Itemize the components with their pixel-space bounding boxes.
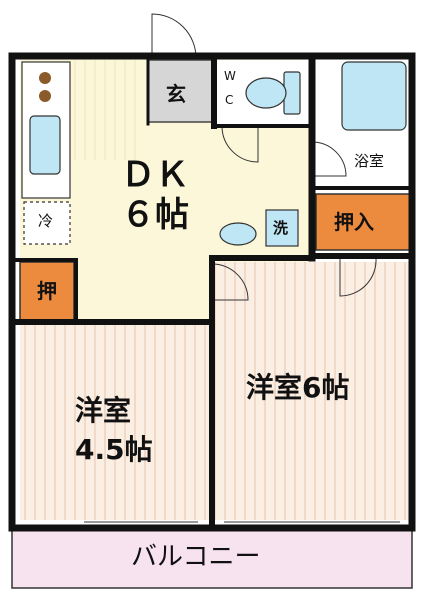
walls [8, 52, 416, 532]
room-a-size-label: 4.5帖 [75, 433, 153, 466]
dk-size-label: ６帖 [121, 195, 189, 235]
entrance-door-swing [151, 13, 197, 59]
balcony-floor [11, 527, 413, 589]
washer-label: 洗 [273, 219, 289, 237]
room-b-side-door-swing [211, 263, 249, 301]
closet-large-label: 押入 [334, 210, 374, 234]
entrance-label: 玄 [166, 82, 186, 106]
fridge-label: 冷 [38, 212, 54, 230]
room-b-label: 洋室6帖 [246, 371, 350, 404]
bathroom-label: 浴室 [354, 152, 385, 170]
bathtub-icon [341, 61, 407, 131]
dk-label: ＤＫ [121, 155, 189, 195]
room-a-label: 洋室 [75, 394, 132, 427]
toilet-c-label: C [225, 93, 234, 107]
toilet-bowl-icon [245, 77, 287, 109]
toilet-w-label: W [224, 69, 236, 83]
fridge-space [23, 201, 71, 245]
washbasin-icon [219, 222, 257, 246]
bath-door-swing [311, 141, 347, 177]
washer-space [265, 209, 299, 247]
toilet-door-swing [221, 125, 259, 163]
closet-small-label: 押 [37, 279, 57, 303]
stove-burner-icon [39, 90, 51, 102]
sink-icon [29, 115, 61, 175]
closet-large [315, 193, 411, 251]
room-b-door-swing [339, 257, 377, 297]
stove-burner-icon [39, 72, 51, 84]
west-room-a-hatch [20, 322, 210, 520]
west-room-b-hatch [214, 262, 410, 520]
balcony-label: バルコニー [131, 542, 261, 572]
dk-floor-hatch [72, 60, 144, 160]
